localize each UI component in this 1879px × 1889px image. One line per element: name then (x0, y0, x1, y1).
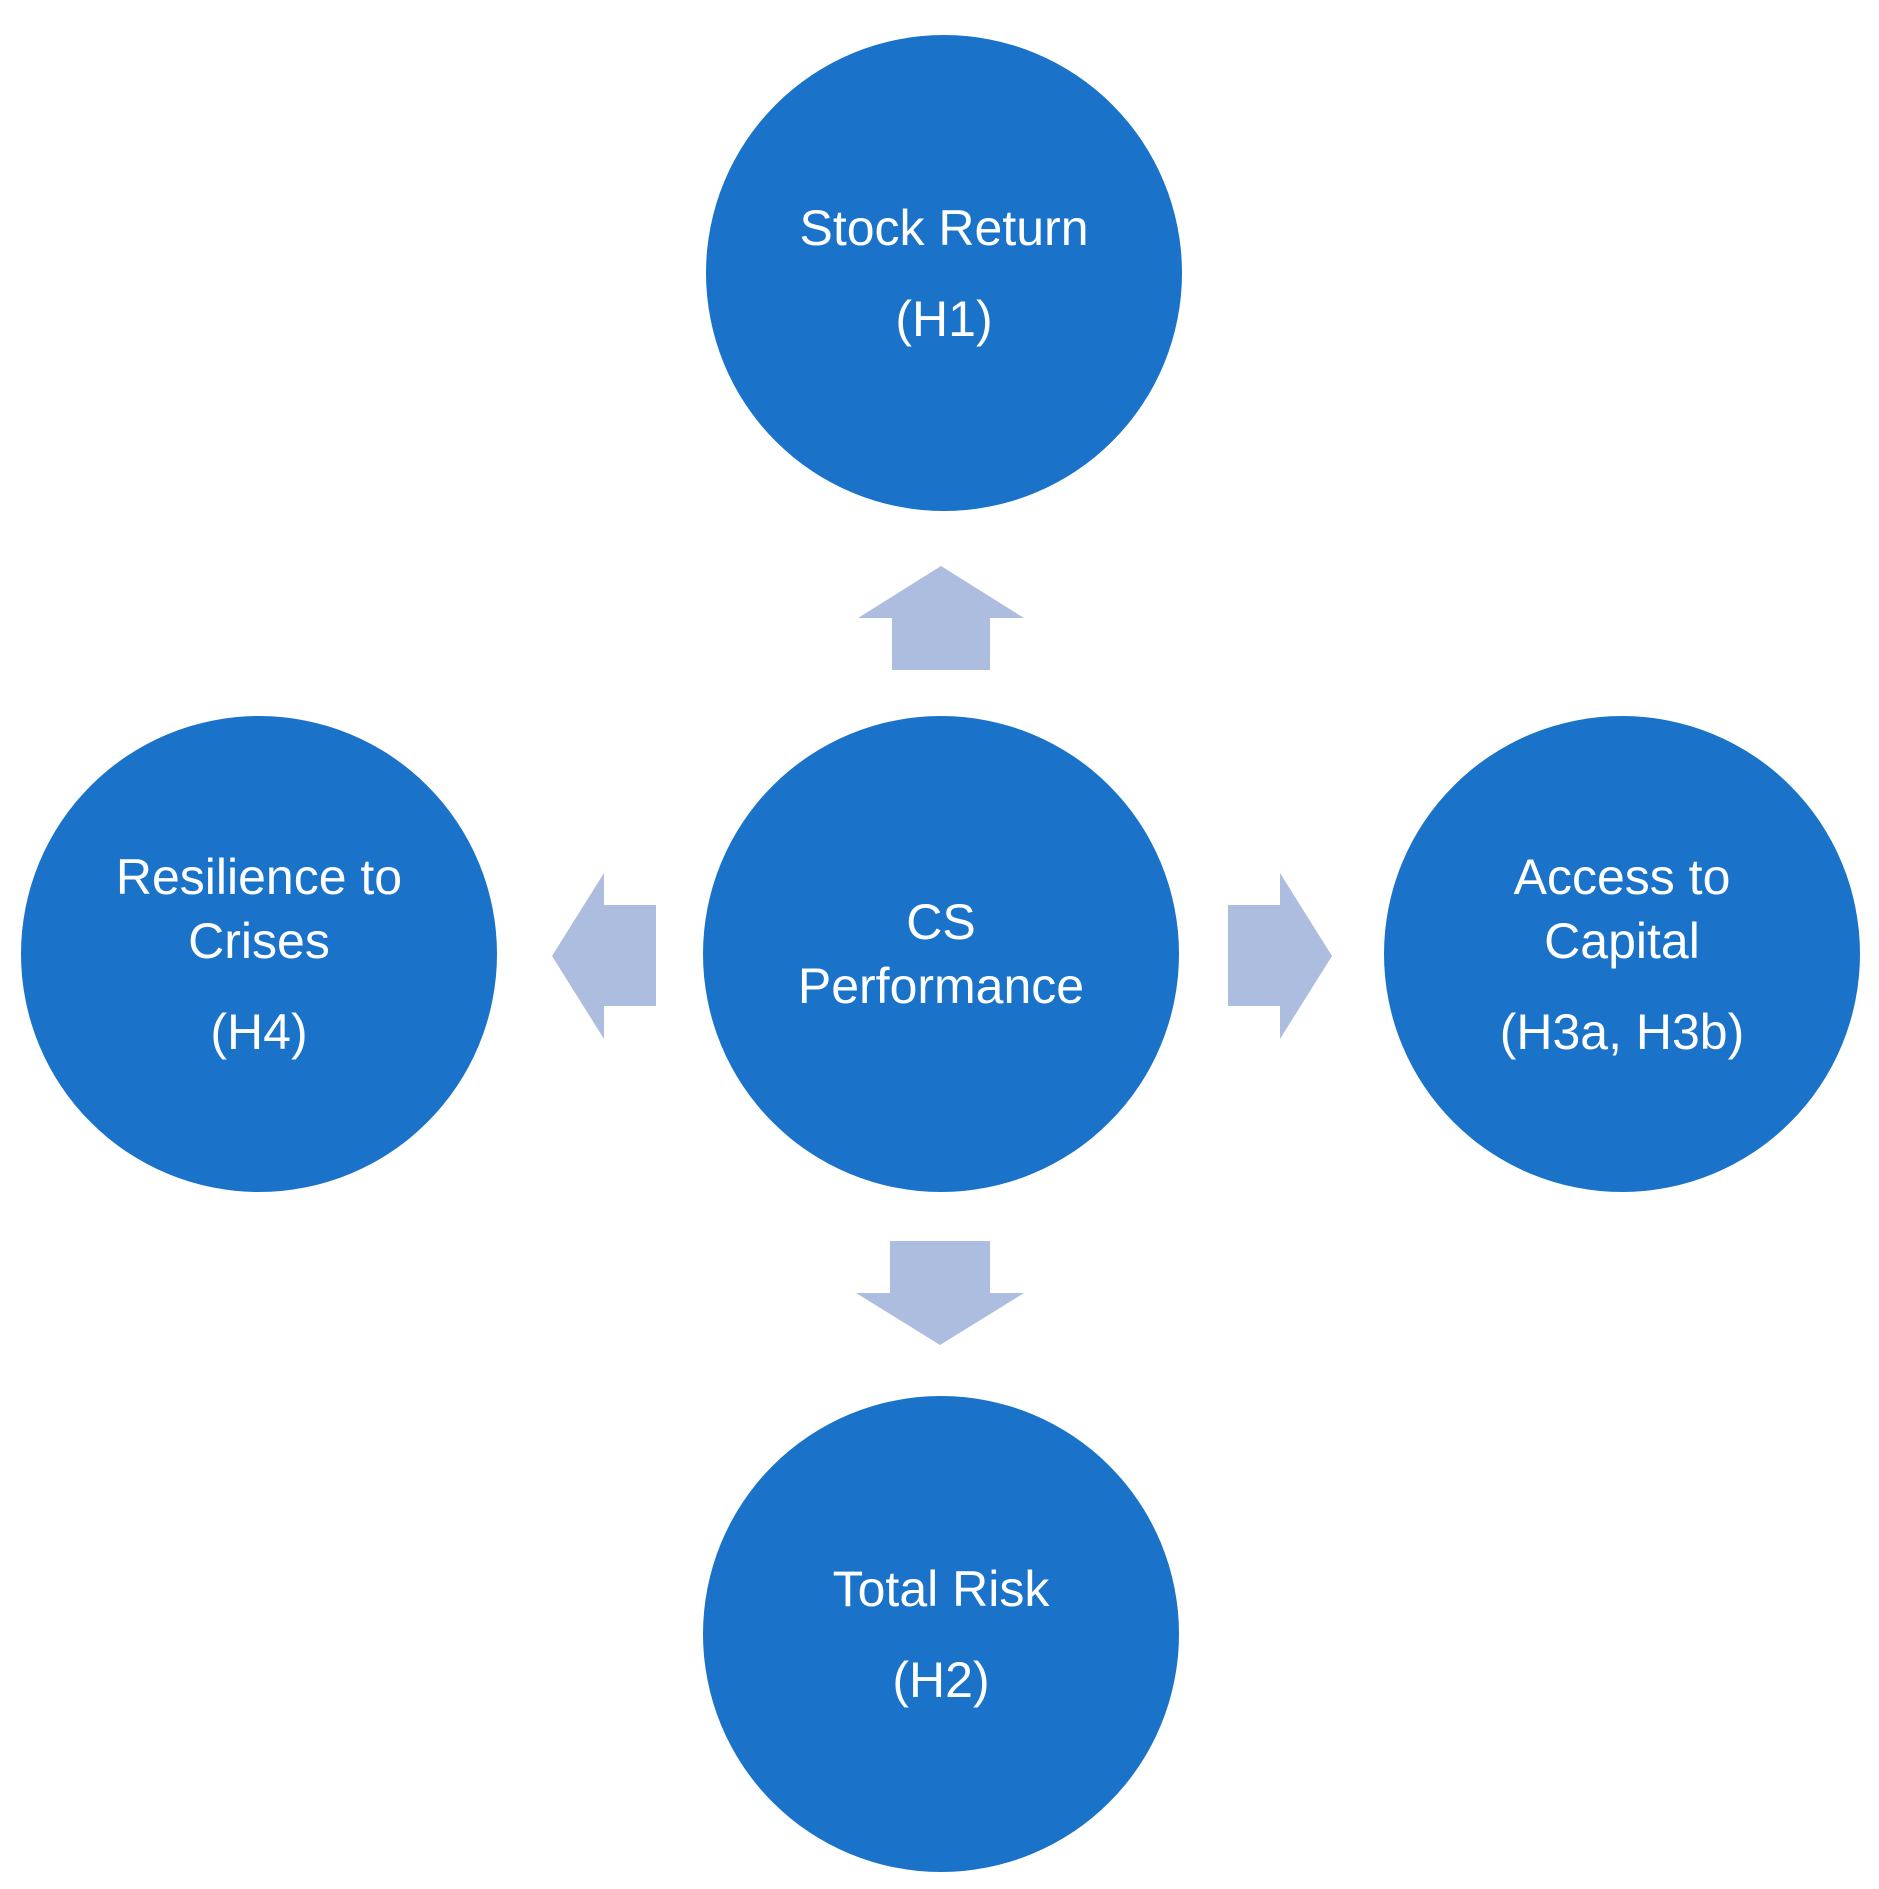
cs-performance-label: CS Performance (797, 894, 1085, 1014)
resilience-hypothesis: (H4) (210, 1003, 308, 1060)
resilience-label: Resilience to Crises (115, 848, 403, 969)
arrow-up (858, 566, 1024, 670)
access-to-capital-label: Access to Capital (1513, 848, 1731, 969)
access-to-capital-hypothesis: (H3a, H3b) (1499, 1003, 1745, 1060)
stock-return-label: Stock Return (799, 199, 1089, 256)
cs-performance-node: CS Performance (703, 716, 1179, 1192)
total-risk-hypothesis: (H2) (892, 1651, 990, 1708)
stock-return-hypothesis: (H1) (895, 290, 993, 347)
arrow-left (552, 873, 656, 1039)
arrow-right (1228, 873, 1332, 1039)
arrow-down (856, 1241, 1024, 1345)
resilience-to-crises-node: Resilience to Crises (H4) (21, 716, 497, 1192)
total-risk-label: Total Risk (832, 1560, 1050, 1617)
stock-return-node: Stock Return (H1) (706, 35, 1182, 511)
total-risk-node: Total Risk (H2) (703, 1396, 1179, 1872)
access-to-capital-node: Access to Capital (H3a, H3b) (1384, 716, 1860, 1192)
